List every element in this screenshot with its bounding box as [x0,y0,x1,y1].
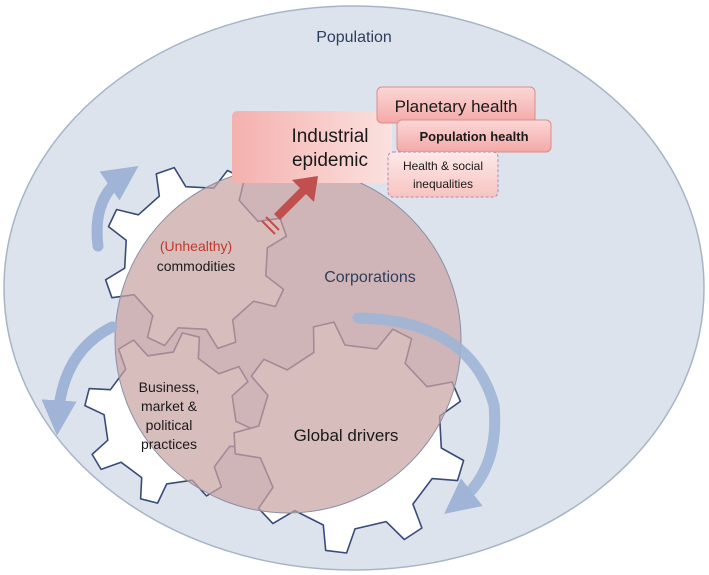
population-health-label: Population health [419,129,528,144]
inequalities-line1: Health & social [403,159,483,173]
inequalities-line2: inequalities [413,177,473,191]
practices-label-line3: political [146,417,193,433]
practices-label-line4: practices [141,436,197,452]
practices-label-line1: Business, [139,379,200,395]
industrial-epidemic-line1: Industrial [291,126,368,147]
population-label: Population [316,29,392,46]
cycle-arrow-right [352,312,501,514]
commodities-label-line2: commodities [157,258,236,274]
inequalities-box [387,151,499,198]
global-drivers-label: Global drivers [294,426,399,445]
cycle-arrow-top [91,166,139,252]
industrial-epidemic-line2: epidemic [292,150,368,171]
corporations-label: Corporations [324,269,416,286]
commodities-label-line1: (Unhealthy) [160,238,232,254]
industrial-epidemic-box [232,111,392,183]
cycle-arrow-left [41,321,118,436]
planetary-health-label: Planetary health [395,97,518,116]
corporations-circle [114,166,462,514]
impact-arrow [261,176,318,235]
practices-label-line2: market & [141,398,198,414]
